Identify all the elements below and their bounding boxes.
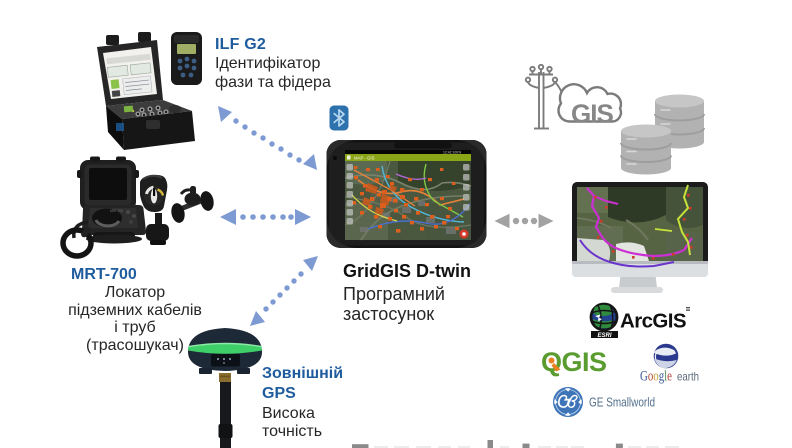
svg-text:MAP - GIS: MAP - GIS — [354, 155, 375, 160]
svg-text:12:42 100%: 12:42 100% — [443, 150, 461, 154]
svg-text:MRT-700: MRT-700 — [110, 209, 123, 213]
svg-text:earth: earth — [677, 370, 699, 384]
svg-text:ArcGIS: ArcGIS — [620, 310, 686, 333]
svg-text:GE Smallworld: GE Smallworld — [589, 395, 655, 410]
svg-text:GIS: GIS — [571, 99, 613, 129]
svg-text:Google: Google — [640, 369, 672, 385]
svg-text:ESRI: ESRI — [597, 333, 611, 339]
